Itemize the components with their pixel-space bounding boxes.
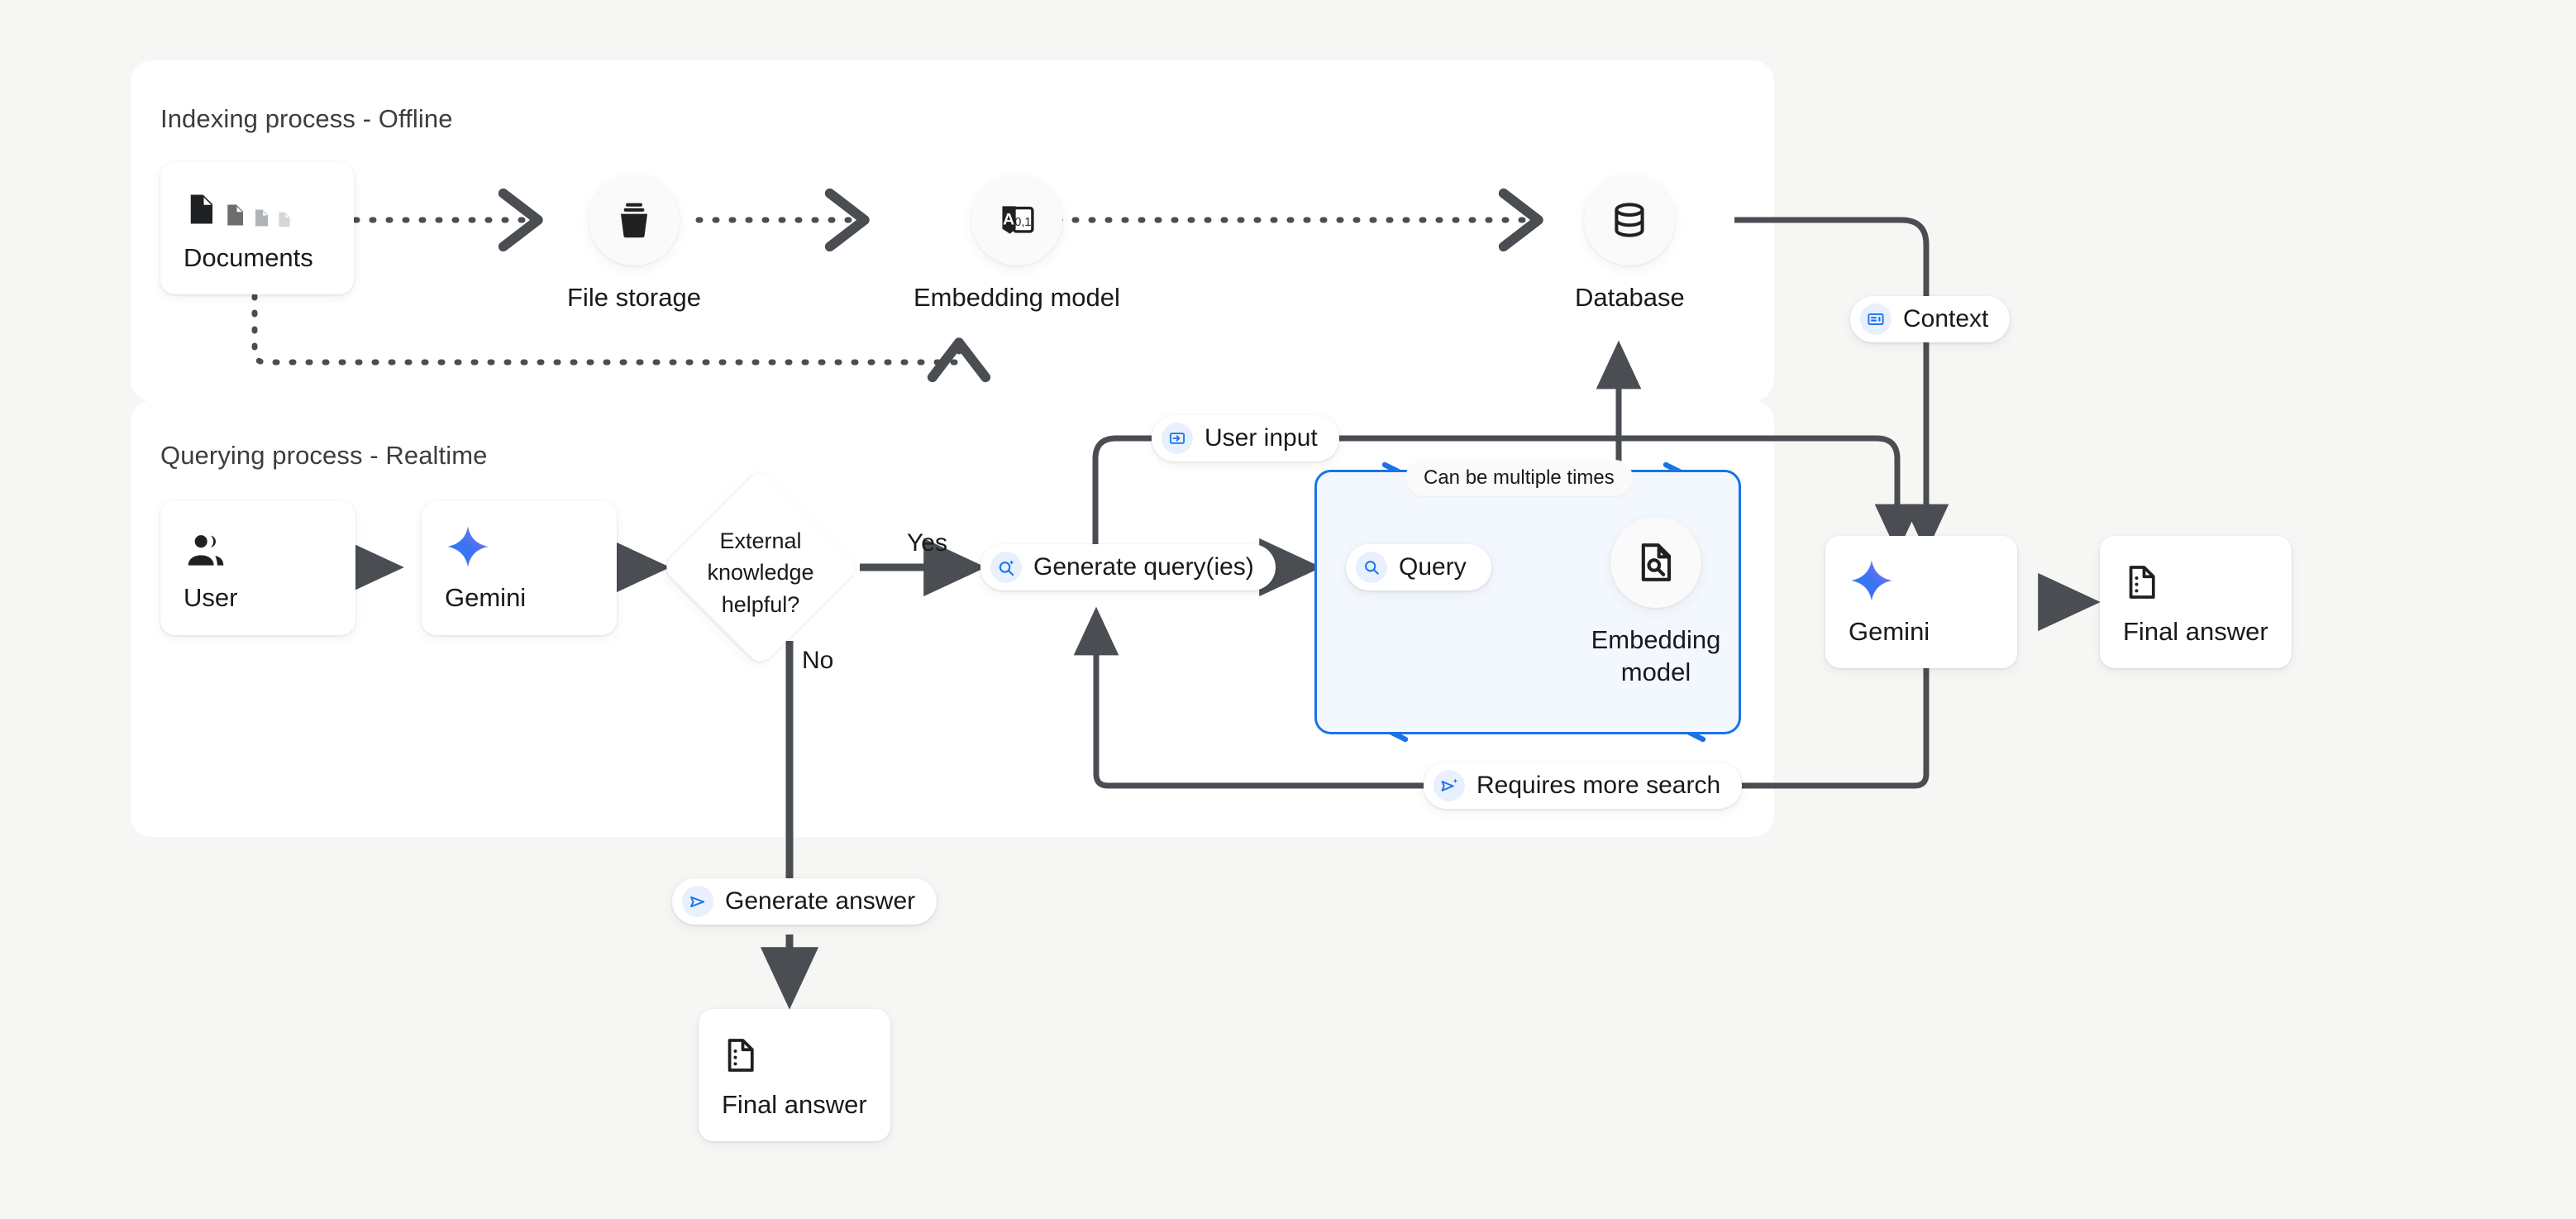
pill-user-input[interactable]: User input (1152, 415, 1339, 461)
svg-text:0,1: 0,1 (1014, 216, 1031, 229)
gemini-sparkle-icon (445, 523, 594, 570)
input-arrow-icon (1162, 423, 1193, 454)
embedding-model-query-circle (1610, 517, 1701, 608)
node-decision-label: External knowledge helpful? (665, 525, 856, 620)
pill-generate-queries[interactable]: Generate query(ies) (980, 544, 1276, 590)
magnifier-icon (1356, 552, 1387, 583)
pill-context[interactable]: Context (1850, 296, 2011, 342)
decision-line-1: External (719, 528, 802, 553)
node-database[interactable]: Database (1575, 174, 1685, 314)
pill-generate-answer[interactable]: Generate answer (672, 878, 937, 925)
node-final-answer-bottom[interactable]: Final answer (699, 1009, 890, 1141)
people-icon (184, 523, 332, 570)
database-circle (1584, 174, 1676, 265)
text-to-vector-icon: 0,1 A (1002, 206, 1034, 234)
answer-doc-icon (2123, 557, 2268, 604)
svg-text:A: A (1003, 210, 1014, 228)
panel-indexing-title: Indexing process - Offline (160, 104, 453, 133)
documents-stack-icon (184, 184, 331, 230)
node-gemini-right-label: Gemini (1849, 617, 1930, 647)
pill-requires-more-search[interactable]: Requires more search (1424, 762, 1743, 809)
node-documents-label: Documents (184, 243, 313, 273)
node-gemini-right[interactable]: Gemini (1825, 536, 2017, 668)
decision-line-2: knowledge (707, 560, 814, 586)
embedding-query-line-2: model (1620, 657, 1691, 686)
database-icon (1615, 203, 1644, 237)
node-embedding-model-query-label: Embedding model (1573, 624, 1739, 689)
embedding-query-line-1: Embedding (1591, 625, 1721, 654)
document-search-icon (1641, 543, 1672, 581)
node-file-storage[interactable]: File storage (567, 174, 701, 314)
node-gemini-left-label: Gemini (445, 583, 527, 613)
pill-user-input-label: User input (1205, 424, 1318, 452)
node-embedding-model-query[interactable]: Embedding model (1573, 517, 1739, 689)
answer-doc-icon-bottom (722, 1030, 867, 1077)
node-user-label: User (184, 583, 238, 613)
node-user[interactable]: User (160, 501, 355, 635)
pill-query[interactable]: Query (1346, 544, 1491, 590)
node-documents[interactable]: Documents (160, 162, 354, 294)
loop-note-label: Can be multiple times (1424, 466, 1615, 489)
file-storage-icon (620, 203, 648, 238)
node-final-answer-right-label: Final answer (2123, 617, 2268, 647)
pill-requires-more-search-label: Requires more search (1476, 772, 1721, 799)
node-database-label: Database (1575, 283, 1685, 312)
edge-label-no: No (802, 647, 834, 674)
pill-context-label: Context (1903, 305, 1989, 332)
send-icon (682, 886, 713, 917)
node-file-storage-label: File storage (567, 283, 701, 312)
gemini-sparkle-icon-right (1849, 557, 1994, 604)
edge-label-yes: Yes (907, 529, 947, 557)
panel-querying-title: Querying process - Realtime (160, 441, 488, 470)
context-card-icon (1860, 304, 1891, 335)
pill-query-label: Query (1399, 553, 1467, 581)
decision-line-3: helpful? (721, 591, 800, 617)
embedding-model-circle: 0,1 A (971, 174, 1062, 265)
file-storage-circle (588, 174, 680, 265)
pill-generate-answer-label: Generate answer (725, 887, 916, 915)
node-embedding-model-indexing[interactable]: 0,1 A Embedding model (914, 174, 1120, 314)
node-final-answer-right[interactable]: Final answer (2100, 536, 2292, 668)
node-gemini-left[interactable]: Gemini (422, 501, 617, 635)
search-sparkle-icon (990, 552, 1022, 583)
send-sparkle-icon (1433, 770, 1465, 801)
node-embedding-model-indexing-label: Embedding model (914, 283, 1120, 312)
pill-generate-queries-label: Generate query(ies) (1033, 553, 1254, 581)
node-final-answer-bottom-label: Final answer (722, 1090, 867, 1120)
loop-note-can-be-multiple-times: Can be multiple times (1405, 460, 1633, 496)
